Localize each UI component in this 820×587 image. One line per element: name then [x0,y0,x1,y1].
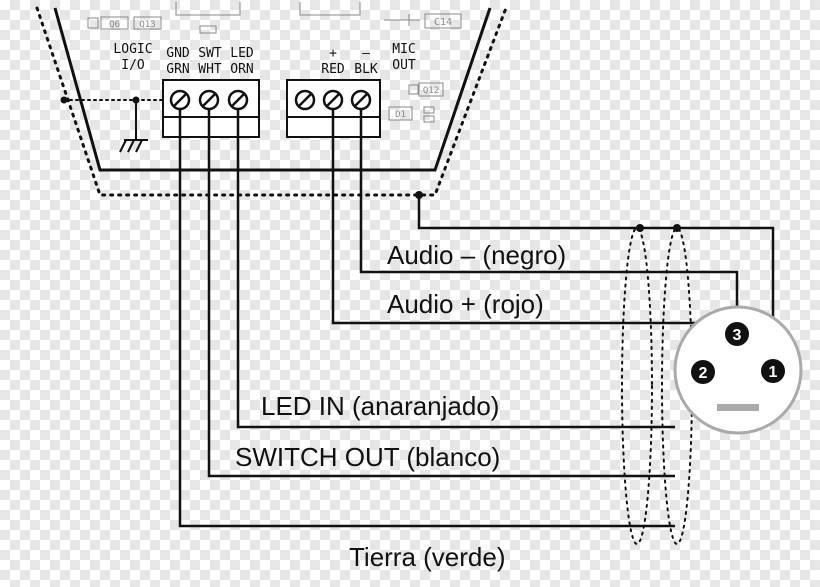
label-led-in: LED IN (anaranjado) [261,391,499,421]
screw-terminal-icon [169,89,191,111]
label-orn: ORN [230,62,253,77]
screw-terminal-icon [322,89,344,111]
label-red: RED [321,62,345,77]
pin-1-label: 1 [769,364,778,381]
screw-terminal-icon [294,89,316,111]
junction-dot [415,191,423,199]
ref-c14: C14 [434,17,452,28]
label-led: LED [230,46,254,61]
ground-symbol-icon [60,96,164,153]
label-ground: Tierra (verde) [349,542,506,572]
wire-shield [417,195,775,363]
pin-1-icon [761,359,785,383]
screw-terminal-icon [350,89,372,111]
pin-3-icon [725,322,749,346]
label-grn: GRN [166,62,189,77]
terminal-labels: LOGIC I/O GND GRN SWT WHT LED ORN + RED … [113,42,415,77]
label-wht: WHT [198,62,222,77]
label-mic: MIC [392,42,415,57]
label-logic: LOGIC [113,42,152,57]
housing [35,6,508,197]
label-audio-plus: Audio + (rojo) [387,289,544,319]
xlr-connector [673,305,803,435]
pin-3-label: 3 [733,327,742,344]
label-swt: SWT [198,46,222,61]
ref-q6: Q6 [109,20,120,30]
screw-terminal-icon [198,89,220,111]
wire-audio-minus [359,109,739,326]
wire-led-in [236,109,675,429]
label-switch-out: SWITCH OUT (blanco) [235,442,500,472]
junction-dot [636,224,644,232]
board-components [87,2,462,123]
label-out: OUT [392,58,416,73]
screw-terminal-icon [227,89,249,111]
pin-2-label: 2 [699,365,708,382]
ref-q12: Q12 [423,86,439,96]
pin-2-icon [691,360,715,384]
label-audio-minus: Audio – (negro) [387,240,566,270]
ref-d1: D1 [395,110,406,120]
label-gnd: GND [166,46,190,61]
wire-ground [178,109,675,528]
wires [178,109,775,528]
label-minus: – [362,46,370,61]
wire-audio-plus [331,109,705,364]
ref-q13: Q13 [139,20,155,30]
label-io: I/O [121,58,145,73]
label-plus: + [329,46,337,61]
wire-switch-out [207,109,675,478]
label-blk: BLK [354,62,378,77]
